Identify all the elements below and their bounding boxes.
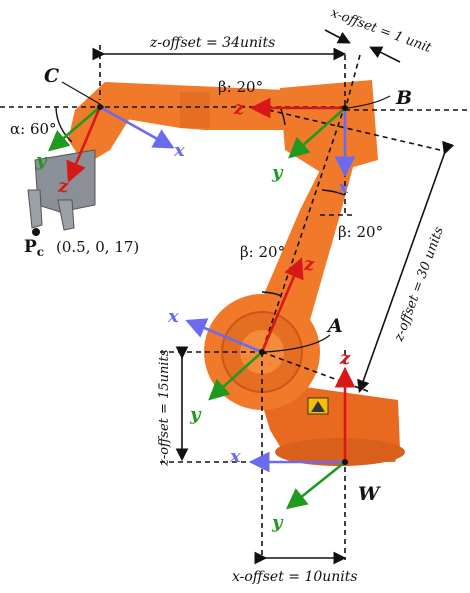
robot-elbow <box>280 80 378 175</box>
beta-b-top-label: β: 20° <box>218 78 263 96</box>
frame-c-axes <box>48 105 175 183</box>
point-w-label: W <box>358 483 381 505</box>
frame-a-x-label: x <box>167 306 179 327</box>
labels: C B A W Pc (0.5, 0, 17) z-offset = 34uni… <box>10 6 447 585</box>
frame-w-x-label: x <box>229 446 241 467</box>
frame-a-axes <box>185 257 304 401</box>
point-c-label: C <box>44 65 59 87</box>
frame-b-y-label: y <box>271 162 284 183</box>
alpha-c-label: α: 60° <box>10 120 57 138</box>
robot-arm-illustration <box>27 80 405 466</box>
point-pc-label: Pc <box>24 237 44 259</box>
point-pc-coords: (0.5, 0, 17) <box>56 238 139 256</box>
frame-w-z-label: z <box>339 348 351 369</box>
frame-a-y-label: y <box>189 404 202 425</box>
point-b-label: B <box>395 87 412 109</box>
bottom-x-offset-label: x-offset = 10units <box>232 569 358 585</box>
beta-a-label: β: 20° <box>240 243 285 261</box>
right-z-offset-label: z-offset = 30 units <box>391 225 447 345</box>
frame-c-y-label: y <box>35 150 48 171</box>
frame-b-x-label: x <box>337 177 349 198</box>
frame-b-z-label: z <box>233 98 245 119</box>
beta-b-bottom-label: β: 20° <box>338 223 383 241</box>
top-x-offset-label: x-offset = 1 unit <box>329 6 434 57</box>
point-pc-marker <box>32 228 40 236</box>
left-z-offset-label: z-offset = 15units <box>157 349 172 467</box>
frame-b-axes <box>249 97 356 178</box>
frame-w-axes <box>248 366 356 510</box>
dimension-arrows <box>92 29 455 565</box>
frame-w-y-label: y <box>271 512 284 533</box>
frame-c-z-label: z <box>57 176 69 197</box>
top-z-offset-label: z-offset = 34units <box>149 35 275 51</box>
frame-a-z-label: z <box>303 254 315 275</box>
robot-base-foot <box>275 438 405 466</box>
frame-c-x-label: x <box>173 140 185 161</box>
point-a-label: A <box>326 315 343 337</box>
